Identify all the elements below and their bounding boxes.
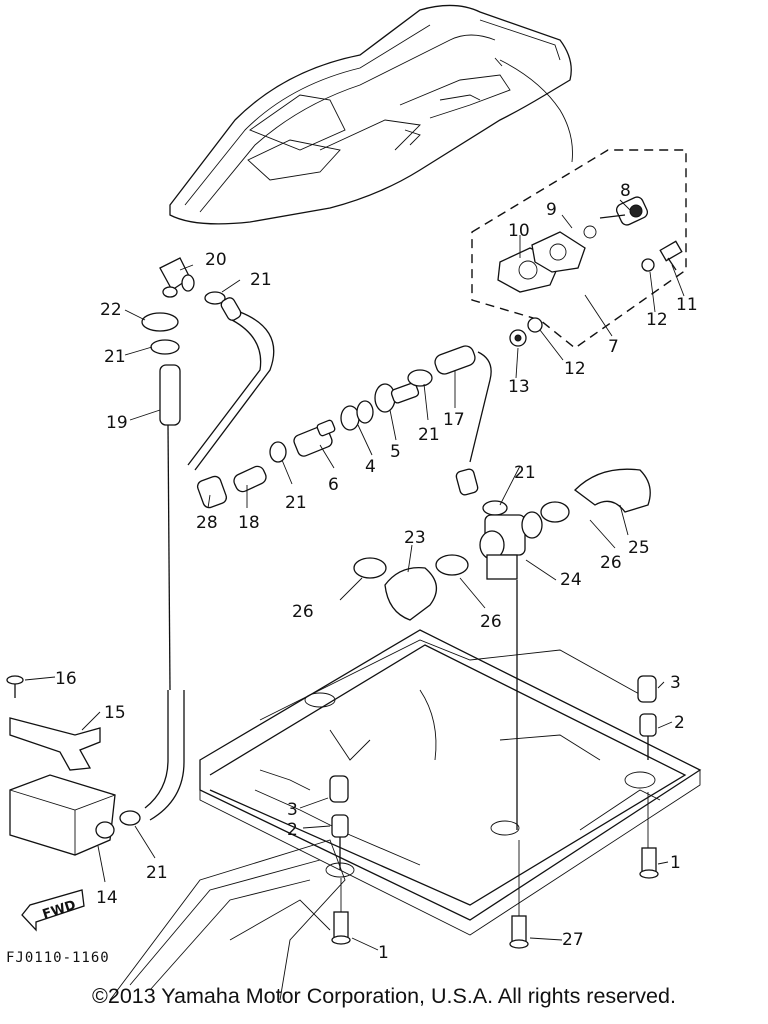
part-26-clamp-right — [540, 501, 570, 523]
part-20-pipe — [159, 364, 181, 426]
part-28-sleeve — [196, 475, 228, 509]
part-24-tee — [479, 511, 543, 580]
part-5-fitting — [374, 382, 420, 413]
callout-17: 17 — [443, 410, 465, 430]
part-12-nut — [527, 317, 543, 333]
callout-1: 1 — [378, 943, 389, 963]
part-10-drawing — [497, 231, 586, 293]
part-18-hose — [233, 465, 267, 493]
part-25-elbow-hose — [574, 468, 651, 513]
part-21-clamp-right — [482, 500, 508, 516]
callout-19: 20 — [205, 250, 227, 270]
callout-26: 26 — [292, 602, 314, 622]
part-21-clamp-center — [407, 369, 433, 387]
callout-18: 18 — [238, 513, 260, 533]
part-17-hose — [469, 351, 492, 463]
callout-21: 21 — [514, 463, 536, 483]
part-1-bolt-right — [639, 847, 659, 879]
part-17-hose-end — [434, 345, 476, 375]
callout-13: 13 — [508, 377, 530, 397]
callout-2: 2 — [674, 713, 685, 733]
part-21-clamp-top — [204, 291, 226, 305]
part-21-clamp-left — [150, 339, 180, 355]
part-15-bracket — [9, 717, 101, 771]
fwd-arrow-icon: FWD — [21, 889, 85, 932]
callout-3: 3 — [670, 673, 681, 693]
callout-5: 5 — [390, 442, 401, 462]
callout-8: 8 — [620, 181, 631, 201]
callout-11: 11 — [676, 295, 698, 315]
callout-2: 2 — [287, 820, 298, 840]
part-6-valve — [269, 419, 336, 463]
callout-9: 9 — [546, 200, 557, 220]
diagram-code: FJ0110-1160 — [6, 950, 110, 966]
part-1-bolt-left — [331, 911, 351, 945]
callout-26: 26 — [480, 612, 502, 632]
callout-27: 27 — [562, 930, 584, 950]
callout-1: 1 — [670, 853, 681, 873]
callout-24: 24 — [560, 570, 582, 590]
callout-labels: 20 21 22 21 19 28 18 21 6 4 5 21 17 21 2… — [55, 181, 698, 963]
callout-10: 10 — [508, 221, 530, 241]
part-3-cap-left — [329, 775, 349, 803]
callout-12: 12 — [646, 310, 668, 330]
hose-loop — [194, 311, 275, 471]
part-22-clamp — [141, 312, 179, 332]
callout-21: 21 — [104, 347, 126, 367]
part-9-oring — [583, 225, 597, 239]
hull-frame-drawing — [109, 629, 702, 1001]
callout-21: 21 — [418, 425, 440, 445]
part-14-box — [9, 774, 116, 856]
callout-4: 4 — [365, 457, 376, 477]
assembly-boundary — [471, 149, 687, 349]
part-4-washers — [340, 400, 374, 431]
part-21-clamp-low — [119, 810, 141, 826]
callout-3: 3 — [287, 800, 298, 820]
part-26-clamp-left — [353, 557, 387, 579]
part-21-fitting — [220, 297, 242, 321]
callout-28: 28 — [196, 513, 218, 533]
part-16-screw — [6, 675, 24, 698]
callout-25: 25 — [628, 538, 650, 558]
hood-cover-drawing — [169, 4, 573, 225]
part-23-hose — [384, 566, 437, 621]
part-11-bolt — [659, 240, 683, 271]
callout-20: 19 — [106, 413, 128, 433]
copyright-notice: ©2013 Yamaha Motor Corporation, U.S.A. A… — [92, 984, 676, 1008]
part-2-collar-left — [331, 814, 349, 870]
part-2-collar-right — [639, 713, 657, 760]
callout-12: 12 — [564, 359, 586, 379]
callout-6: 6 — [328, 475, 339, 495]
part-3-cap-right — [637, 675, 657, 703]
lower-hose — [144, 690, 169, 809]
callout-21: 21 — [285, 493, 307, 513]
part-19-elbow — [159, 257, 195, 298]
part-27-bolt — [509, 915, 529, 949]
callout-26: 26 — [600, 553, 622, 573]
callout-21: 21 — [250, 270, 272, 290]
callout-7: 7 — [608, 337, 619, 357]
callout-21: 21 — [146, 863, 168, 883]
callout-15: 15 — [104, 703, 126, 723]
part-26-clamp-mid — [435, 554, 469, 576]
callout-14: 14 — [96, 888, 118, 908]
callout-22: 22 — [100, 300, 122, 320]
callout-23: 23 — [404, 528, 426, 548]
callout-16: 16 — [55, 669, 77, 689]
part-12-washer — [641, 258, 655, 272]
leader-lines — [24, 199, 685, 951]
